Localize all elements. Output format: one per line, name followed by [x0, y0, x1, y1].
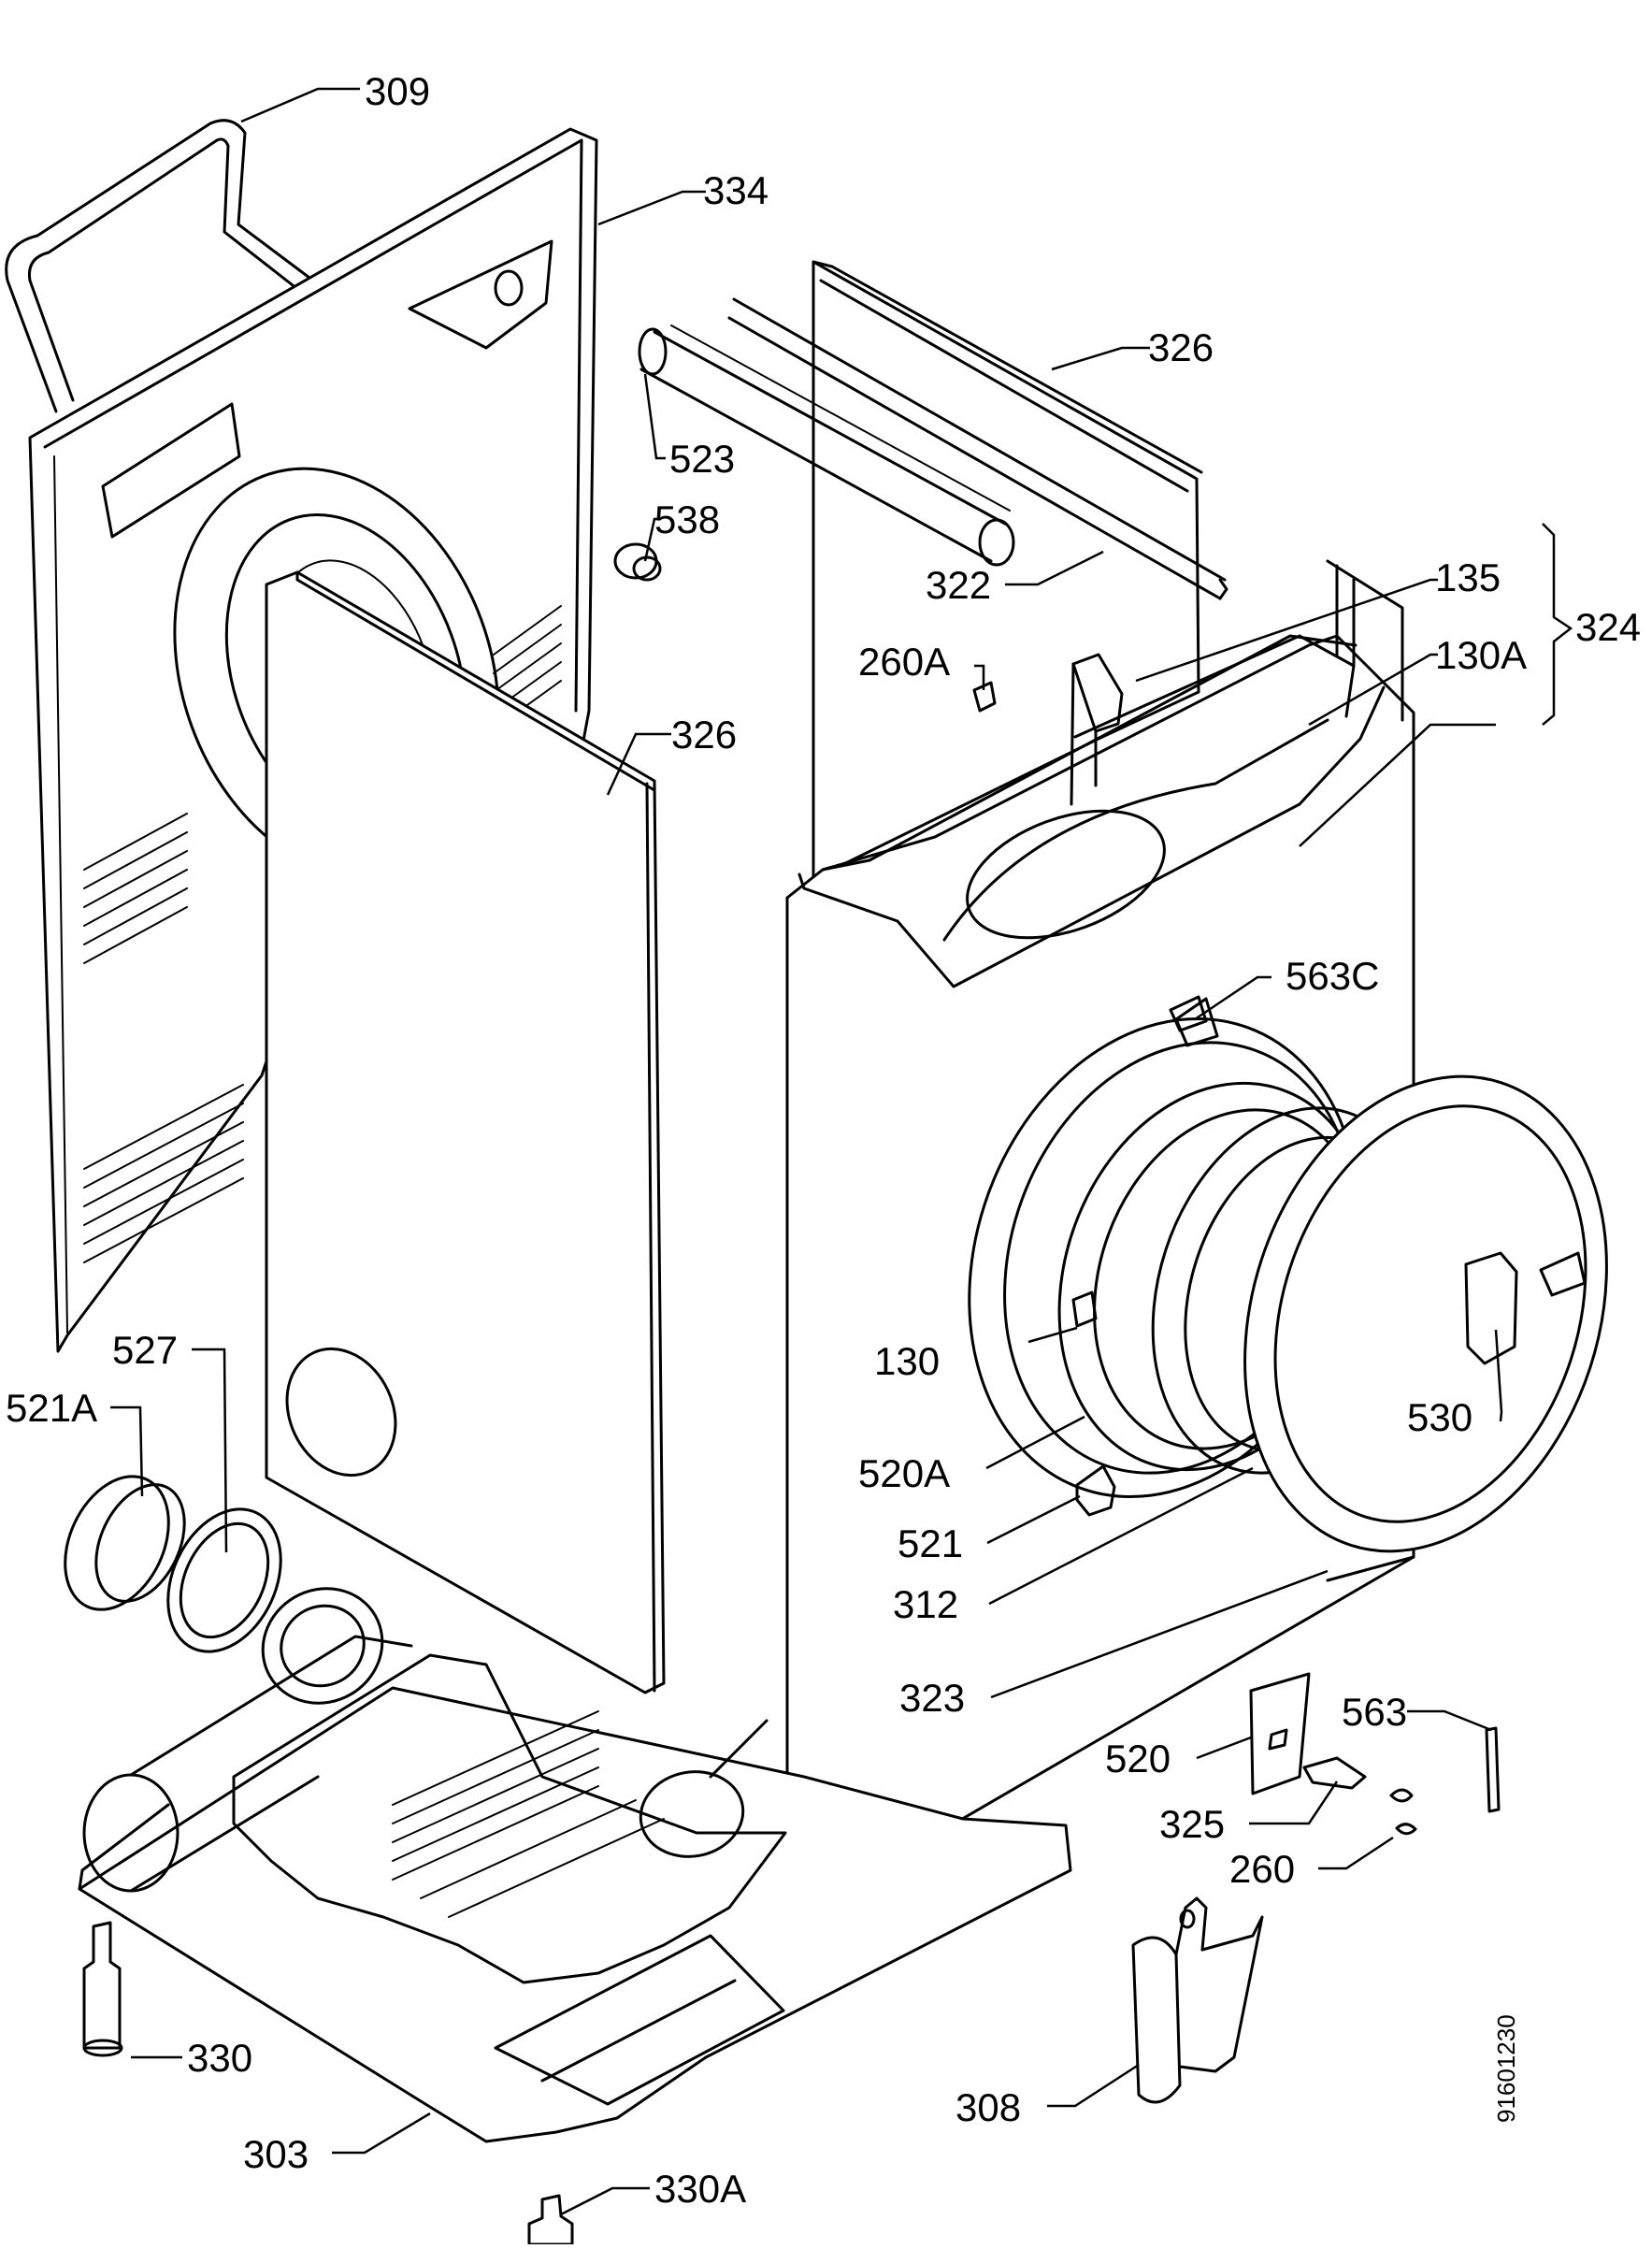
label-521a: 521A [6, 1386, 97, 1430]
label-130a: 130A [1435, 633, 1527, 677]
part-330a-foot [527, 2194, 574, 2246]
part-303-base [78, 1635, 1072, 2143]
label-326-mid: 326 [671, 713, 737, 757]
part-538-plug [613, 542, 662, 582]
document-number: 91601230 [1492, 2014, 1520, 2123]
label-530: 530 [1407, 1395, 1472, 1439]
label-538: 538 [654, 497, 720, 541]
part-325-hinge-arm [1302, 1756, 1367, 1790]
label-322: 322 [926, 563, 991, 607]
part-labels: 309 334 326 523 538 322 135 324 130A 260… [6, 69, 1641, 2211]
part-563-pin [1485, 1726, 1501, 1813]
part-326-side-panel-front [265, 570, 666, 1694]
part-530-door [1243, 1074, 1608, 1553]
label-334: 334 [703, 168, 769, 212]
part-330-foot [82, 1921, 123, 2057]
label-527: 527 [112, 1328, 178, 1372]
label-563: 563 [1342, 1690, 1407, 1734]
label-523: 523 [669, 437, 735, 481]
part-527-ring [166, 1507, 282, 1653]
label-563c: 563C [1286, 954, 1379, 998]
leader-lines [110, 87, 1573, 2216]
part-260-spring-clip [1389, 1788, 1417, 1836]
label-326-top: 326 [1148, 325, 1214, 369]
label-135: 135 [1435, 555, 1501, 599]
label-521: 521 [898, 1521, 963, 1565]
label-260: 260 [1229, 1847, 1295, 1891]
part-308-hinge [1131, 1896, 1264, 2104]
label-520a: 520A [858, 1451, 950, 1495]
part-309-frame [5, 119, 315, 413]
label-308: 308 [955, 2085, 1021, 2129]
label-323: 323 [899, 1676, 965, 1720]
part-521a-ring [64, 1475, 186, 1611]
part-563c-clip [1169, 995, 1208, 1032]
part-520-hinge-plate [1249, 1672, 1311, 1795]
label-330: 330 [187, 2036, 252, 2080]
label-312: 312 [893, 1582, 958, 1626]
label-325: 325 [1159, 1802, 1225, 1846]
label-330a: 330A [654, 2167, 746, 2211]
rear-panel-grille [83, 605, 562, 1263]
part-322-rail [727, 297, 1228, 600]
label-260a: 260A [858, 640, 950, 684]
part-521-catch [1075, 1464, 1116, 1517]
part-duct-connector [261, 1587, 384, 1705]
label-303: 303 [243, 2132, 309, 2176]
label-309: 309 [365, 69, 430, 113]
label-130: 130 [874, 1339, 940, 1383]
part-523-tube [638, 324, 1015, 567]
part-260a-clip [972, 681, 997, 713]
label-324: 324 [1575, 605, 1641, 649]
label-520: 520 [1105, 1737, 1171, 1780]
